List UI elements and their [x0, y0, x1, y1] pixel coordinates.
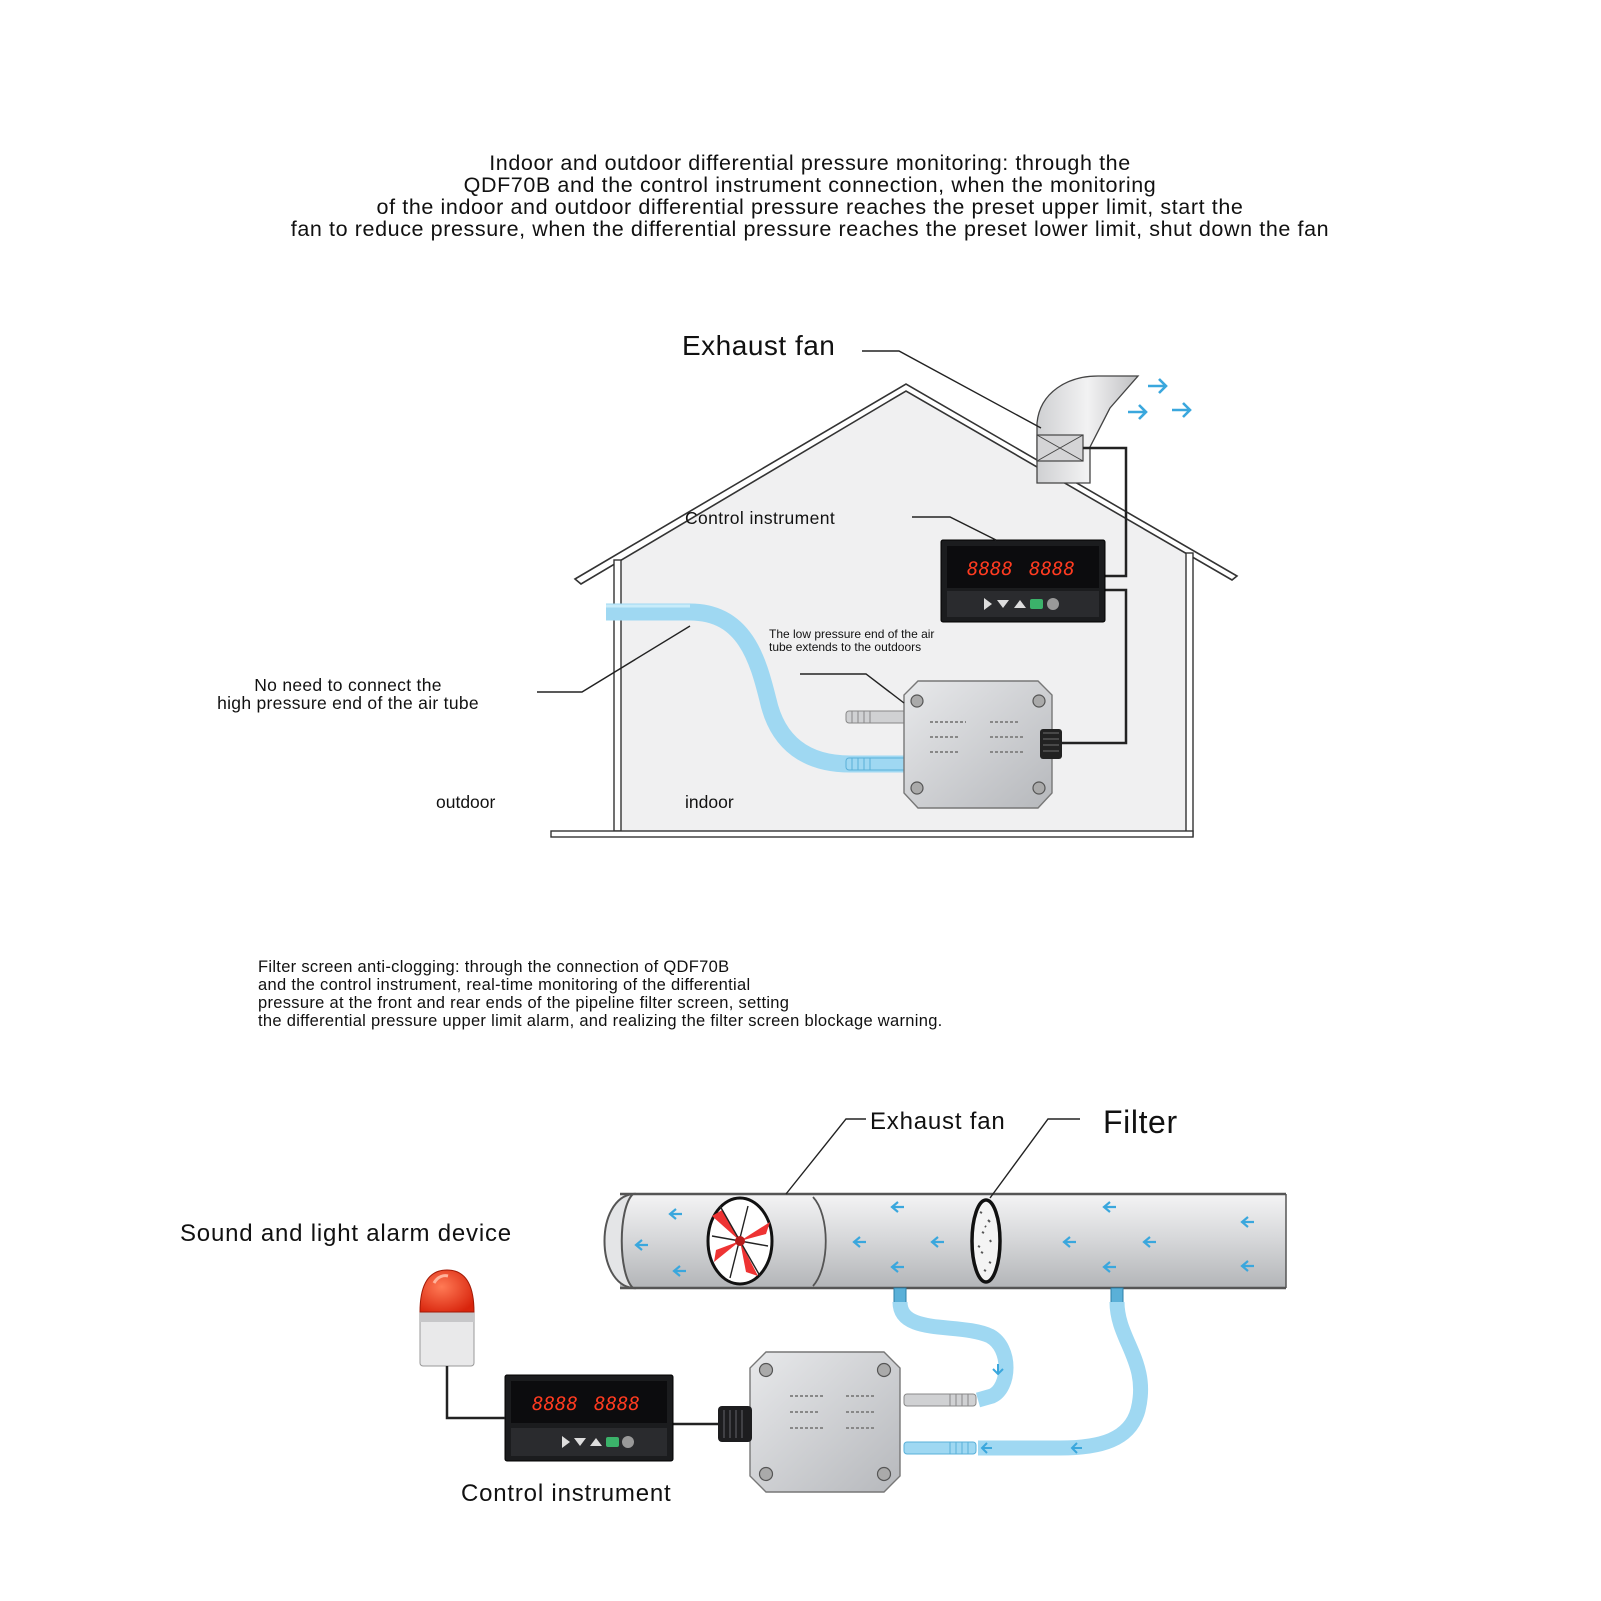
top-caption: Indoor and outdoor differential pressure…	[180, 152, 1440, 240]
leader-exhaust-fan-1	[862, 350, 1042, 429]
instrument-transmitter-wire	[1040, 588, 1128, 745]
low-pressure-note-line: The low pressure end of the air	[769, 627, 935, 641]
pipe-open-end	[603, 1192, 636, 1290]
air-tube-high-pressure	[606, 603, 910, 773]
control-instrument-label-1: Control instrument	[685, 508, 836, 528]
top-caption-line: Indoor and outdoor differential pressure…	[489, 151, 1131, 175]
instrument-2-display-b: 8888	[594, 1393, 640, 1415]
instrument-1-display-a: 8888	[967, 558, 1013, 580]
alarm-device-label: Sound and light alarm device	[180, 1220, 512, 1247]
filter-caption-line: pressure at the front and rear ends of t…	[258, 994, 790, 1012]
filter-caption-line: Filter screen anti-clogging: through the…	[258, 958, 730, 976]
exhaust-fan-label-1: Exhaust fan	[682, 330, 836, 361]
alarm-instrument-wire	[445, 1366, 505, 1420]
filter-label: Filter	[1103, 1104, 1178, 1140]
pipe-airflow-arrows	[634, 1201, 1254, 1277]
pressure-transmitter-2	[718, 1351, 977, 1493]
instrument-1-down-button-icon	[997, 600, 1009, 608]
low-pressure-note: The low pressure end of the air tube ext…	[769, 628, 934, 654]
house-floor	[550, 830, 1194, 838]
house-left-wall	[613, 559, 622, 832]
filter-caption-line: and the control instrument, real-time mo…	[258, 976, 751, 994]
high-pressure-note-line: high pressure end of the air tube	[217, 693, 479, 713]
house-right-wall	[1185, 552, 1194, 837]
pressure-transmitter-1	[845, 680, 1062, 809]
leader-low-pressure	[800, 673, 905, 704]
instrument-1-right-button-icon	[984, 598, 992, 610]
high-pressure-note-line: No need to connect the	[254, 675, 442, 695]
instrument-2-up-button-icon	[590, 1438, 602, 1446]
control-instrument-2: 8888 8888	[504, 1374, 674, 1462]
control-instrument-1: 8888 8888	[940, 539, 1106, 623]
exhaust-airflow-arrows	[1128, 378, 1192, 420]
high-pressure-note: No need to connect the high pressure end…	[188, 676, 508, 712]
instrument-1-up-button-icon	[1014, 600, 1026, 608]
house-diagram: 8888 8888	[537, 350, 1239, 838]
instrument-2-down-button-icon	[574, 1438, 586, 1446]
filter-caption-line: the differential pressure upper limit al…	[258, 1012, 943, 1030]
air-tube-rear	[978, 1301, 1149, 1456]
leader-control-instrument-1	[912, 516, 997, 541]
instrument-2-set-button-icon	[606, 1437, 619, 1447]
instrument-1-display-b: 8888	[1029, 558, 1075, 580]
low-pressure-note-line: tube extends to the outdoors	[769, 640, 922, 654]
pipe-tap-front	[893, 1287, 907, 1305]
air-tube-front	[892, 1300, 1014, 1408]
exhaust-fan-2	[706, 1196, 774, 1286]
leader-high-pressure	[537, 625, 691, 693]
pipe-diagram: 8888 8888	[419, 1118, 1287, 1493]
instrument-1-power-button-icon	[1047, 598, 1059, 610]
leader-exhaust-fan-2	[785, 1118, 866, 1195]
top-caption-line: of the indoor and outdoor differential p…	[376, 195, 1244, 219]
top-caption-line: fan to reduce pressure, when the differe…	[290, 217, 1330, 241]
exhaust-fan-label-2: Exhaust fan	[870, 1108, 1006, 1135]
indoor-label: indoor	[685, 792, 734, 812]
instrument-2-display-a: 8888	[532, 1393, 578, 1415]
outdoor-label: outdoor	[436, 792, 496, 812]
instrument-2-right-button-icon	[562, 1436, 570, 1448]
filter-caption: Filter screen anti-clogging: through the…	[258, 958, 943, 1030]
leader-filter	[989, 1118, 1080, 1199]
instrument-1-set-button-icon	[1030, 599, 1043, 609]
fan-control-wire	[1083, 446, 1128, 578]
instrument-2-power-button-icon	[622, 1436, 634, 1448]
pipe-tap-rear	[1110, 1287, 1124, 1305]
house-roof	[573, 383, 1239, 585]
filter-screen	[970, 1198, 1002, 1284]
exhaust-fan-duct	[1036, 375, 1140, 484]
top-caption-line: QDF70B and the control instrument connec…	[463, 173, 1157, 197]
control-instrument-label-2: Control instrument	[461, 1480, 672, 1507]
alarm-device	[419, 1269, 475, 1367]
